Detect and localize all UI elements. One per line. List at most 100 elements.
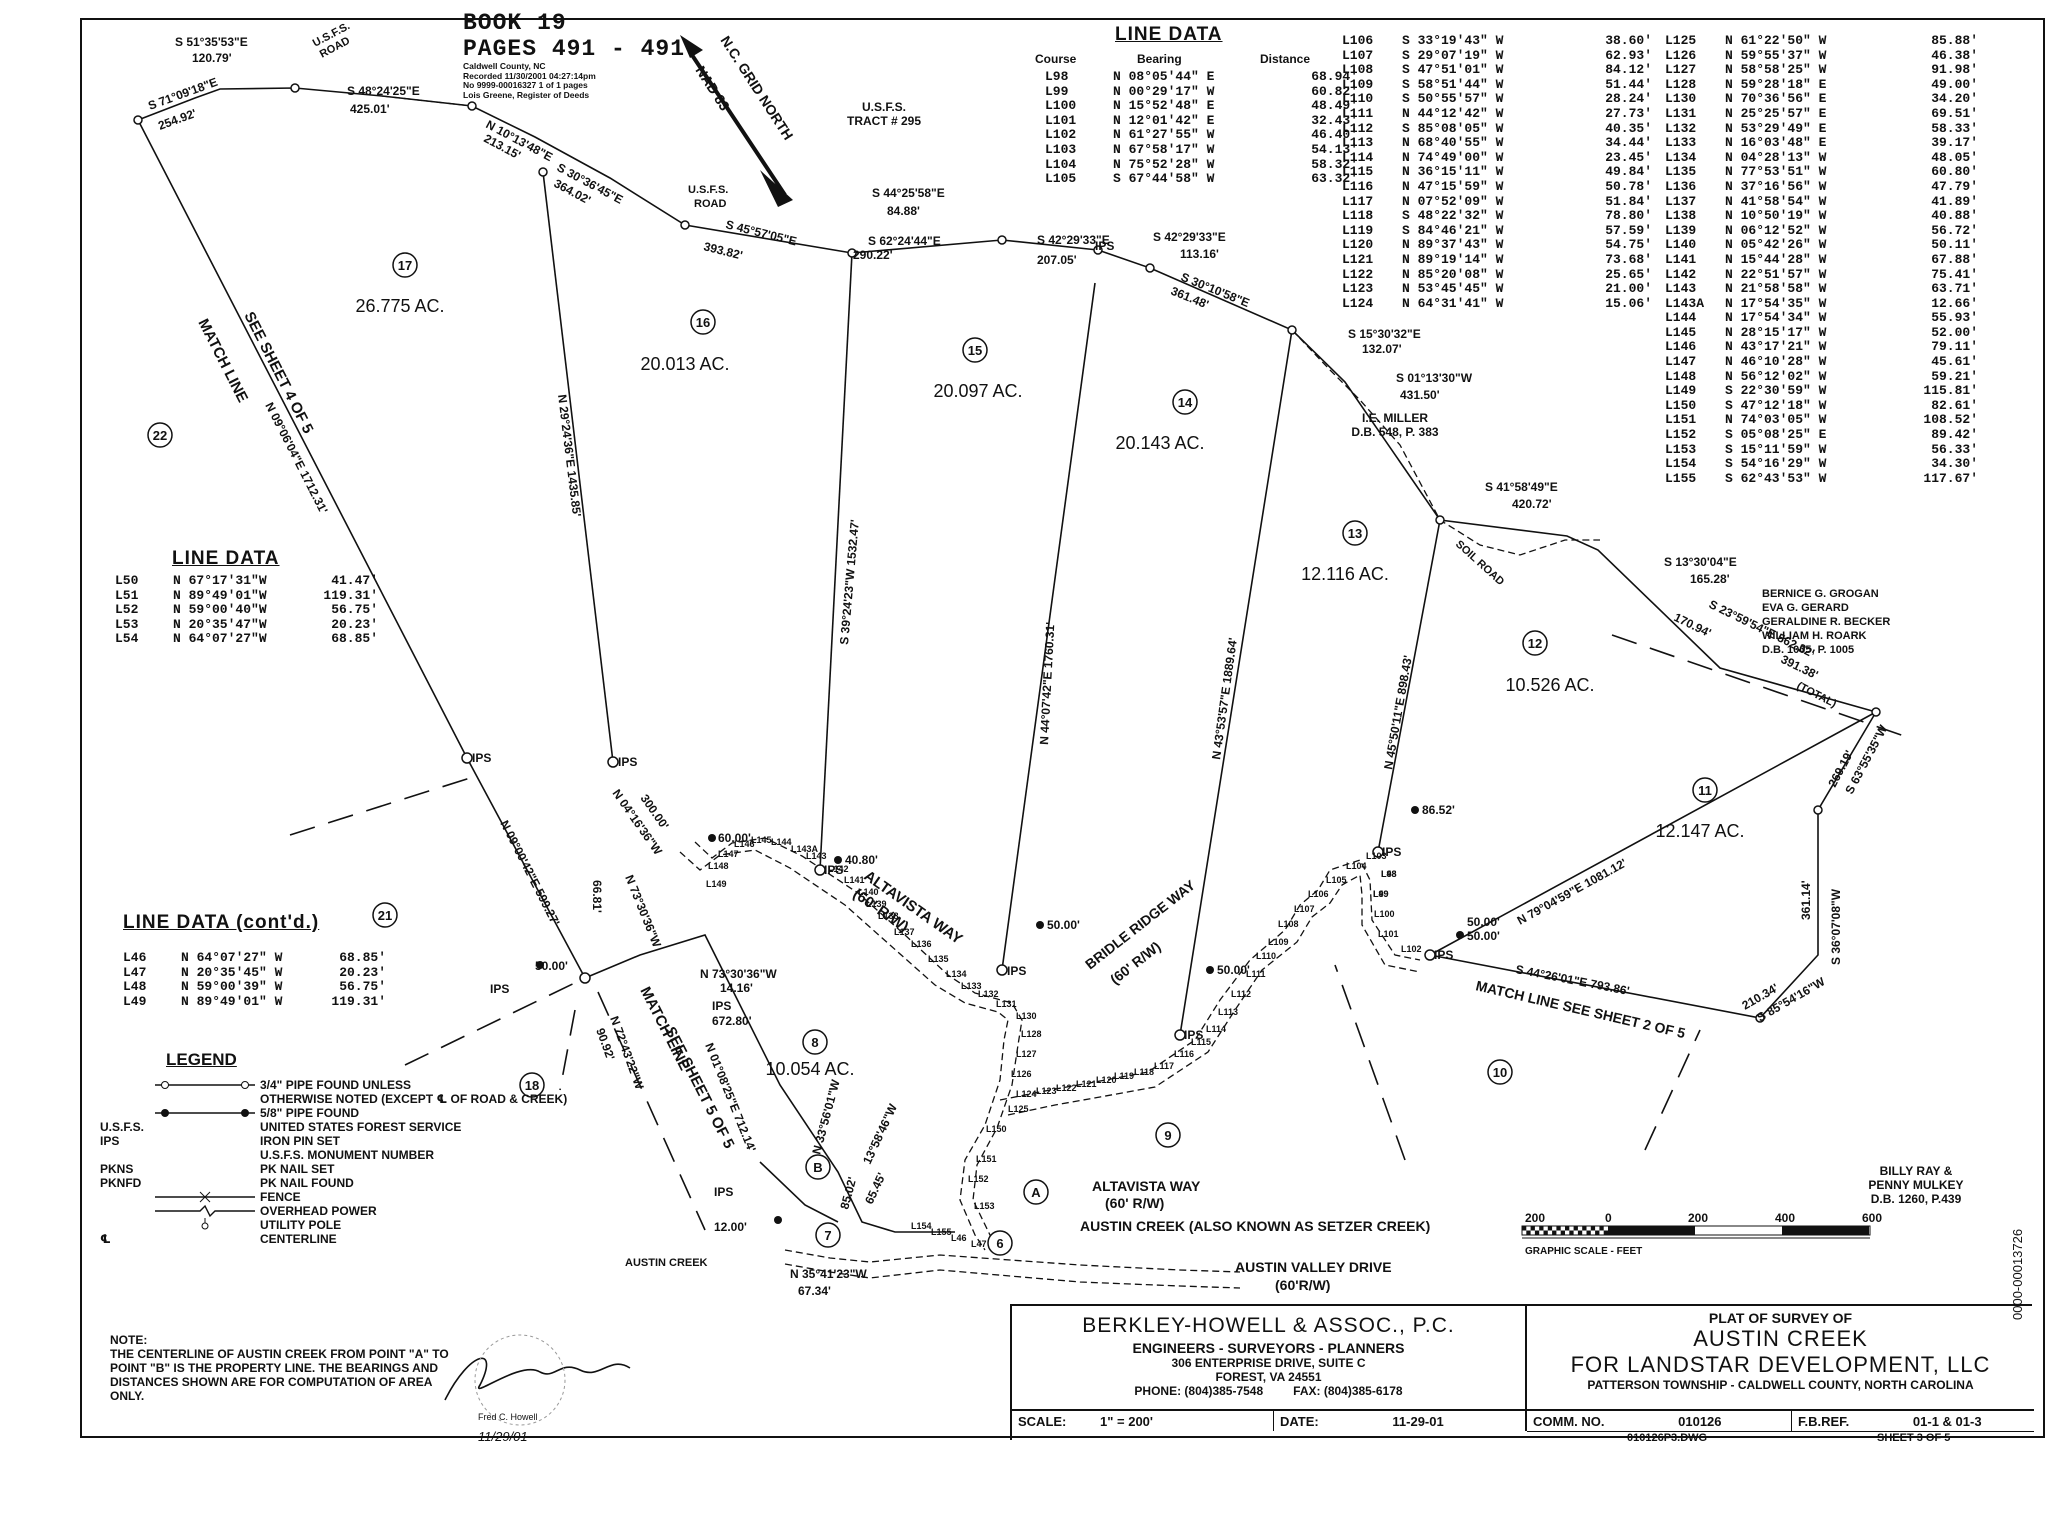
segment-label: L108	[1278, 919, 1299, 929]
tract-id: 7	[824, 1228, 831, 1243]
line-distance: 68.85'	[331, 631, 378, 647]
line-distance: 39.17'	[1931, 135, 1978, 151]
west-boundary-line-2	[466, 757, 586, 979]
segment-label: L112	[1231, 989, 1251, 999]
line-distance: 73.68'	[1605, 251, 1652, 267]
pin-found-marker	[774, 1216, 782, 1224]
legend-symbol-icon	[150, 1092, 260, 1106]
ips-label: IPS	[1095, 239, 1114, 253]
segment-label: L137	[894, 927, 915, 937]
scale-check	[1530, 1226, 1535, 1231]
pin-found-marker	[1456, 931, 1464, 939]
legend-title: LEGEND	[166, 1050, 237, 1069]
tract-id: 15	[968, 343, 982, 358]
line-bearing: N 25°25'57" E	[1725, 105, 1827, 121]
pipe-found-marker	[1871, 707, 1881, 717]
segment-label: L127	[1016, 1049, 1037, 1059]
line-distance: 91.98'	[1931, 62, 1978, 78]
line-distance: 56.33'	[1931, 441, 1978, 457]
legend-symbol-icon	[150, 1232, 260, 1246]
distance-label: 207.05'	[1037, 253, 1077, 267]
line-bearing: N 89°37'43" W	[1402, 237, 1504, 253]
line-course: L119	[1342, 222, 1374, 238]
ips-label: IPS	[618, 755, 637, 769]
recording-line: No 9999-00016327 1 of 1 pages	[463, 80, 588, 90]
line-bearing: N 10°50'19" W	[1725, 208, 1827, 224]
tract-id: 12	[1528, 636, 1542, 651]
tract-area: 12.116 AC.	[1301, 564, 1389, 584]
pipe-found-marker	[133, 115, 143, 125]
firm-name: BERKLEY-HOWELL & ASSOC., P.C.	[1082, 1314, 1455, 1337]
line-bearing: N 67°17'31"W	[173, 573, 267, 588]
dashed-line-21	[289, 777, 471, 836]
segment-label: L121	[1076, 1079, 1097, 1089]
line-course: L49	[123, 993, 147, 1009]
match-line-sheet-4: MATCH LINE	[194, 316, 251, 405]
line-distance: 54.75'	[1605, 237, 1652, 253]
line-bearing: N 70°36'56" E	[1725, 91, 1827, 107]
line-distance: 84.12'	[1605, 62, 1652, 78]
line-course: L109	[1342, 76, 1374, 92]
segment-label: L102	[1401, 944, 1422, 954]
client-name: FOR LANDSTAR DEVELOPMENT, LLC	[1570, 1352, 1991, 1377]
line-distance: 56.75'	[331, 602, 378, 618]
tract-10-marker	[1487, 1059, 1513, 1085]
bearing-label: S 01°13'30"W	[1396, 371, 1473, 385]
ips-label: IPS	[1184, 1028, 1203, 1042]
segment-label: L133	[961, 981, 982, 991]
line-distance: 38.60'	[1605, 33, 1652, 48]
segment-label: L111	[1246, 969, 1266, 979]
line-course: L132	[1665, 120, 1697, 136]
bridle-ridge-way-road-edge	[1007, 873, 1421, 1116]
line-course: L46	[123, 950, 147, 965]
scale-check	[1556, 1226, 1561, 1231]
firm-services: ENGINEERS - SURVEYORS - PLANNERS	[1132, 1340, 1405, 1356]
dashed-line-9	[1334, 964, 1406, 1161]
line-bearing: N 74°03'05" W	[1725, 412, 1827, 428]
bearing-label: S 39°24'23"W 1532.47'	[837, 519, 862, 646]
scale-check	[1547, 1226, 1553, 1231]
tract-id: 16	[696, 315, 710, 330]
note-text: NOTE: THE CENTERLINE OF AUSTIN CREEK FRO…	[110, 1333, 449, 1403]
austin-creek-line-edge	[784, 1263, 1241, 1289]
line-bearing: N 64°31'41" W	[1402, 295, 1504, 311]
line-distance: 63.71'	[1931, 281, 1978, 297]
scale-caption: GRAPHIC SCALE - FEET	[1525, 1246, 1642, 1257]
segment-label: L147	[718, 849, 739, 859]
line-bearing: N 58°58'25" W	[1725, 62, 1827, 78]
iron-pin-set-marker	[814, 864, 826, 876]
tract-9-marker	[1155, 1122, 1181, 1148]
segment-label: L117	[1154, 1061, 1174, 1071]
line-bearing: N 41°58'54" W	[1725, 193, 1827, 209]
scale-tick-label: 400	[1775, 1211, 1795, 1225]
bridle-ridge-way-road	[999, 859, 1421, 1101]
segment-label: L124	[1016, 1089, 1037, 1099]
legend-text: UTILITY POLE	[260, 1218, 342, 1232]
line-bearing: S 85°08'05" W	[1402, 120, 1504, 136]
line-course: L143	[1665, 281, 1697, 297]
ips-label: IPS	[714, 1185, 733, 1199]
line-bearing: S 29°07'19" W	[1402, 47, 1504, 63]
project-block: PLAT OF SURVEY OF AUSTIN CREEK FOR LANDS…	[1527, 1306, 2034, 1409]
pipe-found-marker	[847, 248, 857, 258]
line-course: L143A	[1665, 295, 1705, 311]
date-label: DATE:	[1280, 1414, 1319, 1429]
line-course: L47	[123, 964, 147, 980]
